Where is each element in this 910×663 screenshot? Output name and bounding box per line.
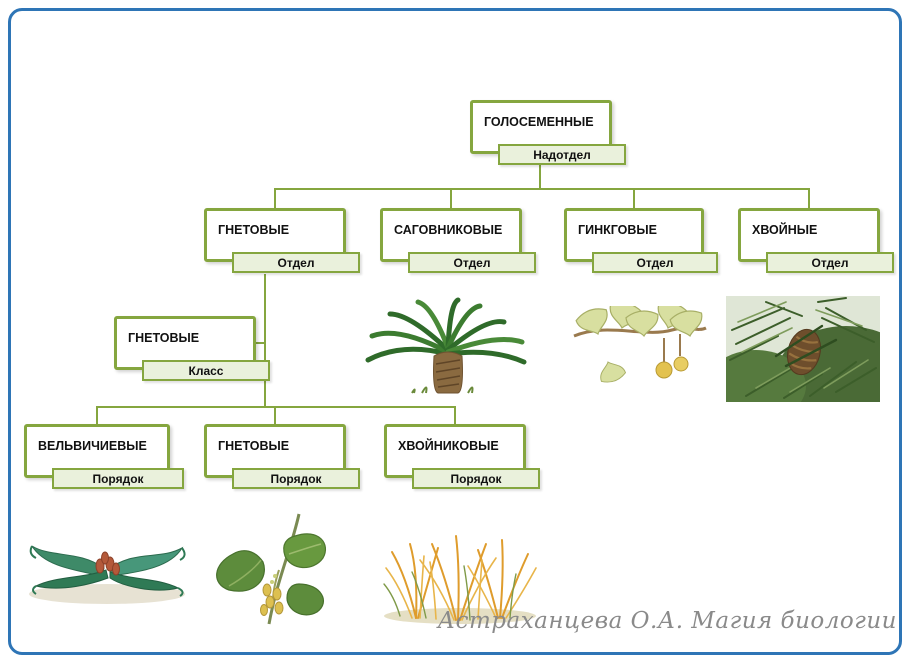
connector-drop-ginkgovye — [633, 188, 635, 208]
node-sublabel: Класс — [142, 360, 270, 381]
watermark-text: Астраханцева О.А. Магия биологии — [437, 608, 897, 634]
conifer-svg — [706, 296, 910, 426]
node-sublabel-text: Класс — [188, 363, 224, 378]
node-sublabel: Порядок — [52, 468, 184, 489]
node-label: ГОЛОСЕМЕННЫЕ — [484, 115, 594, 129]
node-sublabel-text: Порядок — [92, 471, 144, 486]
node-sublabel: Порядок — [232, 468, 360, 489]
connector-drop-hvoinye — [808, 188, 810, 208]
cycad-image — [362, 296, 530, 401]
node-sublabel-text: Надотдел — [533, 147, 591, 162]
node-sublabel: Отдел — [766, 252, 894, 273]
node-label: ГНЕТОВЫЕ — [218, 223, 290, 237]
connector-drop-gnetovye-order — [274, 406, 276, 424]
ephedra-image — [376, 516, 544, 629]
node-sublabel-text: Отдел — [453, 255, 491, 270]
node-sublabel-text: Отдел — [277, 255, 315, 270]
connector-drop-gnetovye — [274, 188, 276, 208]
gnetum-svg — [216, 513, 326, 625]
node-label: ГНЕТОВЫЕ — [128, 331, 200, 345]
connector-drop-hvoinikovye — [454, 406, 456, 424]
node-sublabel: Отдел — [408, 252, 536, 273]
node-label: ВЕЛЬВИЧИЕВЫЕ — [38, 439, 147, 453]
node-sublabel-text: Порядок — [450, 471, 502, 486]
connector-class-stub — [256, 342, 266, 344]
node-label: ГНЕТОВЫЕ — [218, 439, 290, 453]
gnetum-image — [203, 510, 335, 633]
ginkgo-svg — [573, 302, 707, 383]
node-sublabel: Отдел — [232, 252, 360, 273]
node-label: САГОВНИКОВЫЕ — [394, 223, 503, 237]
node-sublabel-text: Отдел — [636, 255, 674, 270]
cycad-svg — [365, 297, 527, 394]
connector-root-drop — [539, 164, 541, 189]
node-label: ГИНКГОВЫЕ — [578, 223, 657, 237]
ginkgo-image — [568, 302, 710, 407]
node-sublabel: Порядок — [412, 468, 540, 489]
welwitschia-image — [26, 520, 188, 613]
node-sublabel-text: Порядок — [270, 471, 322, 486]
welwitschia-svg — [29, 545, 186, 604]
conifer-image — [706, 296, 910, 426]
node-sublabel: Отдел — [592, 252, 718, 273]
connector-drop-velvichievye — [96, 406, 98, 424]
node-sublabel: Надотдел — [498, 144, 626, 165]
connector-divisions-hline — [274, 188, 810, 190]
connector-drop-sagovnikovye — [450, 188, 452, 208]
connector-gnetovye-vertical — [264, 274, 266, 408]
connector-orders-hline — [96, 406, 456, 408]
node-label: ХВОЙНИКОВЫЕ — [398, 439, 499, 453]
node-label: ХВОЙНЫЕ — [752, 223, 818, 237]
node-sublabel-text: Отдел — [811, 255, 849, 270]
ephedra-svg — [383, 535, 537, 624]
